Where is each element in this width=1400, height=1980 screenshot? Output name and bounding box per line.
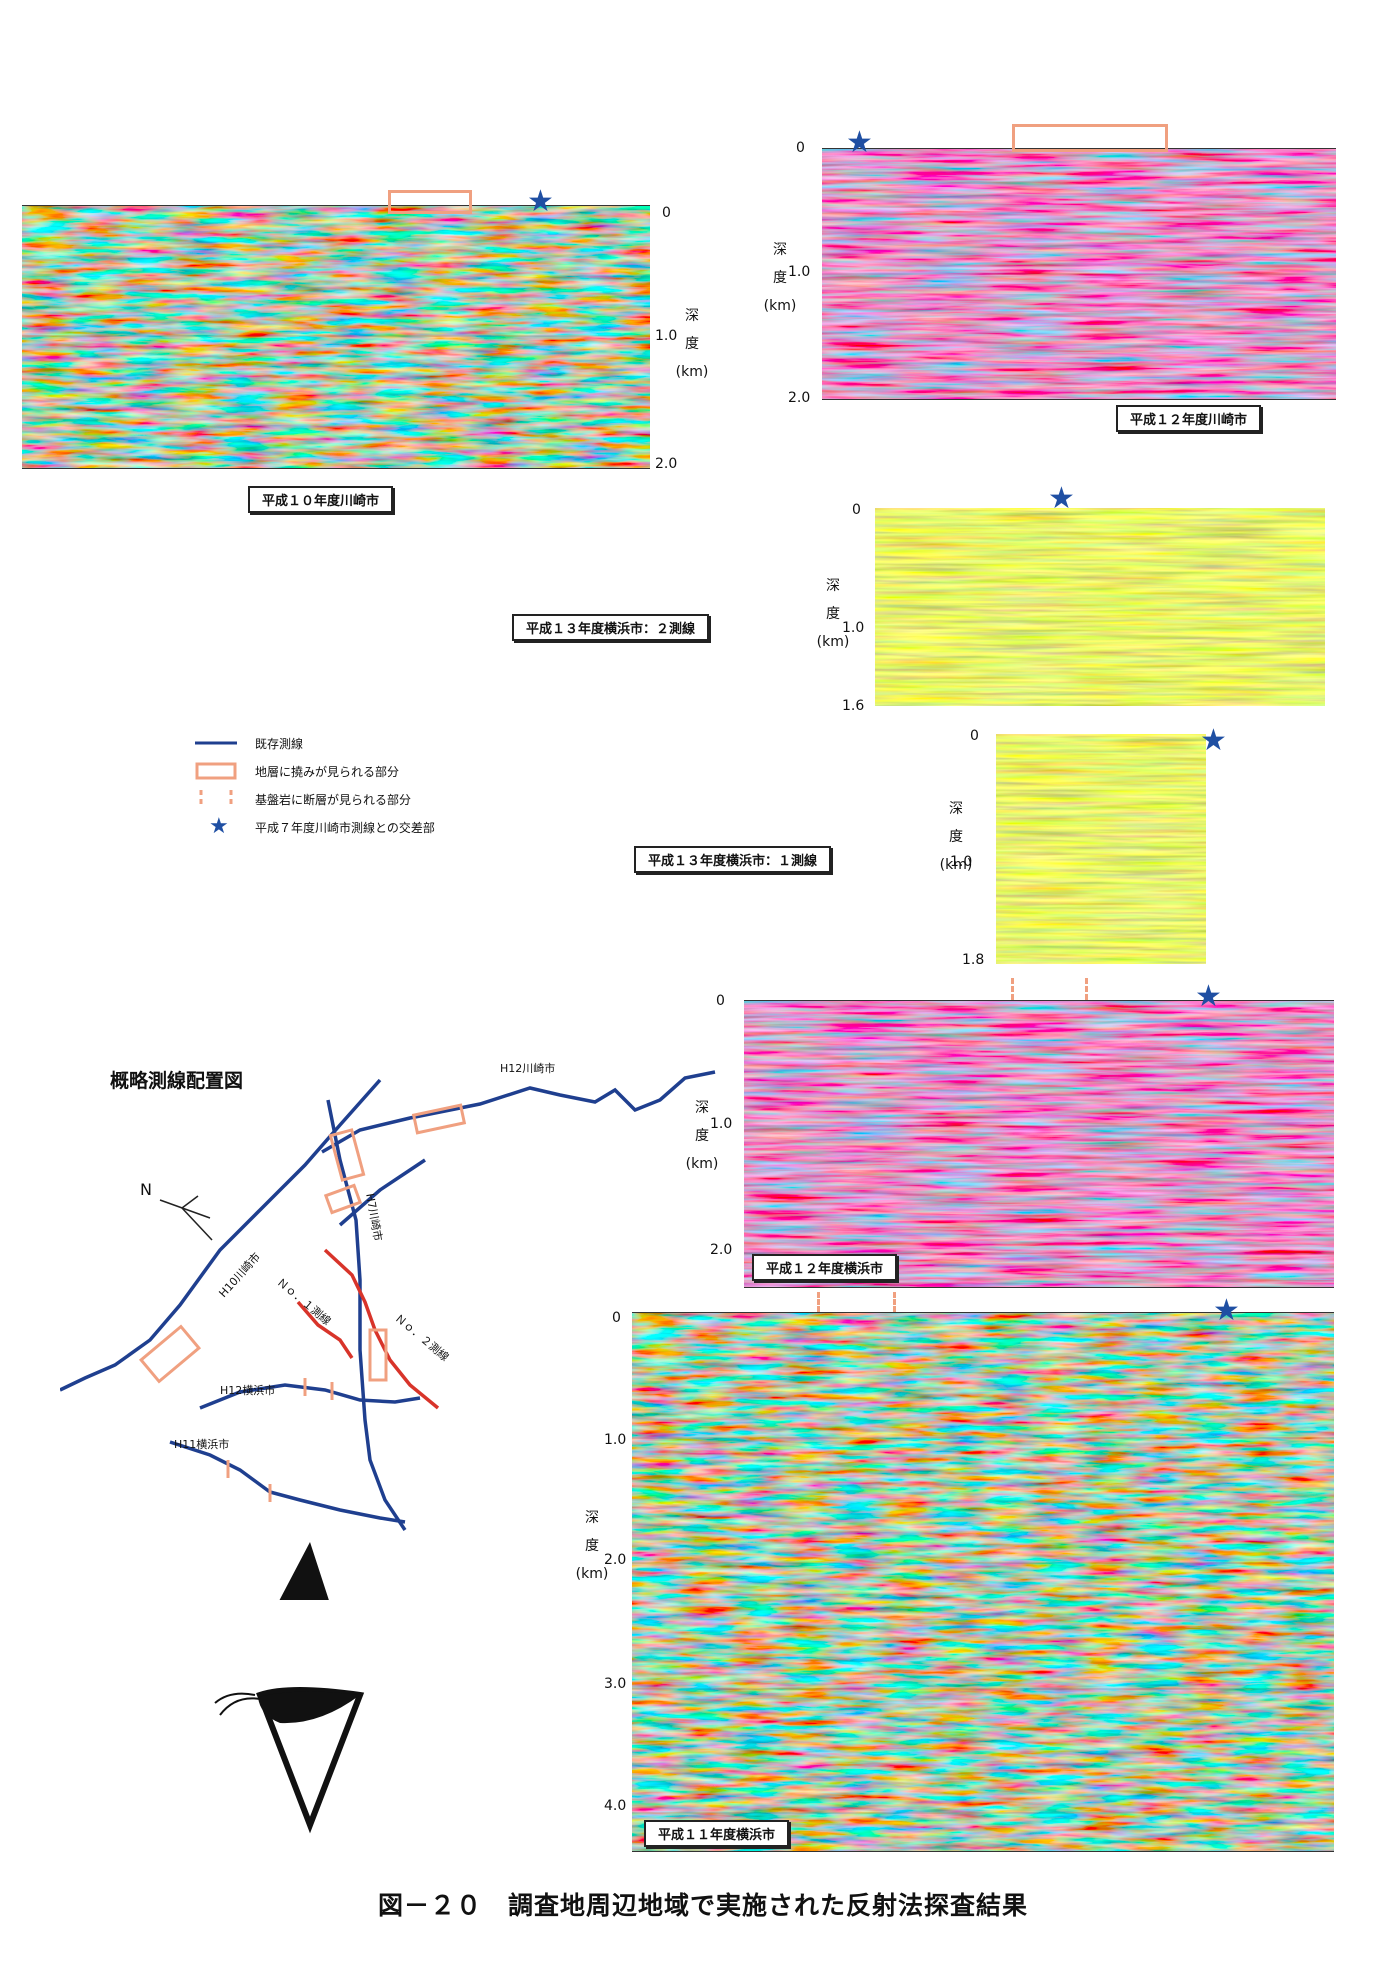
depth-unit: (km): [575, 1566, 609, 1582]
depth-tick: 1.8: [962, 952, 985, 968]
star-icon: ★: [846, 125, 873, 160]
depth-char: 度: [949, 829, 963, 845]
depth-tick: 0: [796, 140, 805, 156]
panel-caption: 平成１１年度横浜市: [644, 1820, 790, 1847]
depth-tick: 3.0: [604, 1676, 627, 1692]
depth-char: 深: [826, 578, 840, 594]
depth-tick: 1.0: [604, 1432, 627, 1448]
depth-char: 深: [949, 801, 963, 817]
panel-caption: 平成１２年度川崎市: [1116, 405, 1262, 432]
depth-tick: 1.0: [950, 854, 973, 870]
depth-tick: 4.0: [604, 1798, 627, 1814]
map-title: 概略測線配置図: [110, 1070, 244, 1092]
depth-char: 深: [585, 1510, 599, 1526]
eye-icon: [214, 1687, 365, 1834]
map-label-h12-kawasaki: H12川崎市: [500, 1062, 556, 1075]
legend-label: 地層に撓みが見られる部分: [255, 765, 400, 779]
panel-caption: 平成１０年度川崎市: [248, 486, 394, 513]
seismic-image: [822, 149, 1336, 399]
depth-axis-label: 深 度 (km): [936, 795, 976, 879]
depth-tick: 1.0: [842, 620, 865, 636]
depth-char: 度: [585, 1538, 599, 1554]
depth-tick: 1.0: [655, 328, 678, 344]
depth-tick: 0: [852, 502, 861, 518]
depth-unit: (km): [675, 364, 709, 380]
seismic-image: [22, 206, 650, 468]
depth-tick: 1.0: [710, 1116, 733, 1132]
depth-tick: 0: [612, 1310, 621, 1326]
panel-caption: 平成１３年度横浜市：１測線: [634, 846, 832, 873]
depth-char: 深: [685, 308, 699, 324]
seismic-panel-h13-yokohama-1: [996, 734, 1206, 964]
fold-marker: [1012, 124, 1168, 152]
depth-axis-label: 深 度 (km): [760, 236, 800, 320]
depth-tick: 2.0: [788, 390, 811, 406]
star-icon: ★: [527, 184, 554, 219]
depth-axis-label: 深 度 (km): [572, 1504, 612, 1588]
star-icon: ★: [1195, 979, 1222, 1014]
depth-unit: (km): [763, 298, 797, 314]
legend-label: 既存測線: [255, 737, 304, 751]
panel-caption: 平成１３年度横浜市：２測線: [512, 614, 710, 641]
depth-axis-label: 深 度 (km): [813, 572, 853, 656]
north-label: N: [140, 1180, 152, 1199]
seismic-panel-h10-kawasaki: [22, 205, 650, 469]
star-icon: ★: [1200, 723, 1227, 758]
figure-caption: 図－２０ 調査地周辺地域で実施された反射法探査結果: [378, 1891, 1029, 1920]
depth-char: 深: [773, 242, 787, 258]
depth-unit: (km): [939, 857, 973, 873]
fault-marker: [1011, 978, 1018, 1000]
map-label-h12-yokohama: H12横浜市: [220, 1384, 276, 1397]
seismic-panel-h13-yokohama-2: [875, 508, 1325, 706]
star-icon: ★: [1213, 1293, 1240, 1328]
depth-tick: 0: [716, 993, 725, 1009]
legend-label: 基盤岩に断層が見られる部分: [255, 793, 412, 807]
depth-tick: 2.0: [710, 1242, 733, 1258]
depth-unit: (km): [816, 634, 850, 650]
panel-caption: 平成１２年度横浜市: [752, 1254, 898, 1281]
star-icon: ★: [1048, 481, 1075, 516]
depth-tick: 1.0: [788, 264, 811, 280]
box-icon: [195, 762, 237, 780]
fault-marker: [893, 1292, 900, 1312]
depth-char: 度: [826, 606, 840, 622]
depth-tick: 0: [970, 728, 979, 744]
seismic-panel-h12-kawasaki: [822, 148, 1336, 400]
depth-tick: 0: [662, 205, 671, 221]
depth-char: 度: [685, 336, 699, 352]
star-icon: ★: [209, 814, 229, 839]
seismic-panel-h12-yokohama: [744, 1000, 1334, 1288]
fault-marker: [817, 1292, 824, 1312]
depth-char: 度: [773, 270, 787, 286]
dash-icon: [199, 790, 233, 808]
seismic-image: [632, 1313, 1334, 1851]
depth-char: 深: [695, 1100, 709, 1116]
depth-char: 度: [695, 1128, 709, 1144]
survey-line-map: [60, 1070, 716, 1600]
legend-label: 平成７年度川崎市測線との交差部: [255, 821, 435, 835]
seismic-panel-h11-yokohama: [632, 1312, 1334, 1852]
depth-tick: 2.0: [604, 1552, 627, 1568]
seismic-image: [996, 734, 1206, 964]
depth-axis-label: 深 度 (km): [682, 1094, 722, 1178]
fault-marker: [1085, 978, 1092, 1000]
depth-axis-label: 深 度 (km): [672, 302, 712, 386]
depth-tick: 2.0: [655, 456, 678, 472]
depth-tick: 1.6: [842, 698, 865, 714]
depth-unit: (km): [685, 1156, 719, 1172]
blue-line-icon: [195, 741, 237, 745]
seismic-image: [744, 1001, 1334, 1287]
map-label-h11-yokohama: H11横浜市: [174, 1438, 230, 1451]
fold-marker: [388, 190, 472, 214]
seismic-image: [875, 508, 1325, 706]
